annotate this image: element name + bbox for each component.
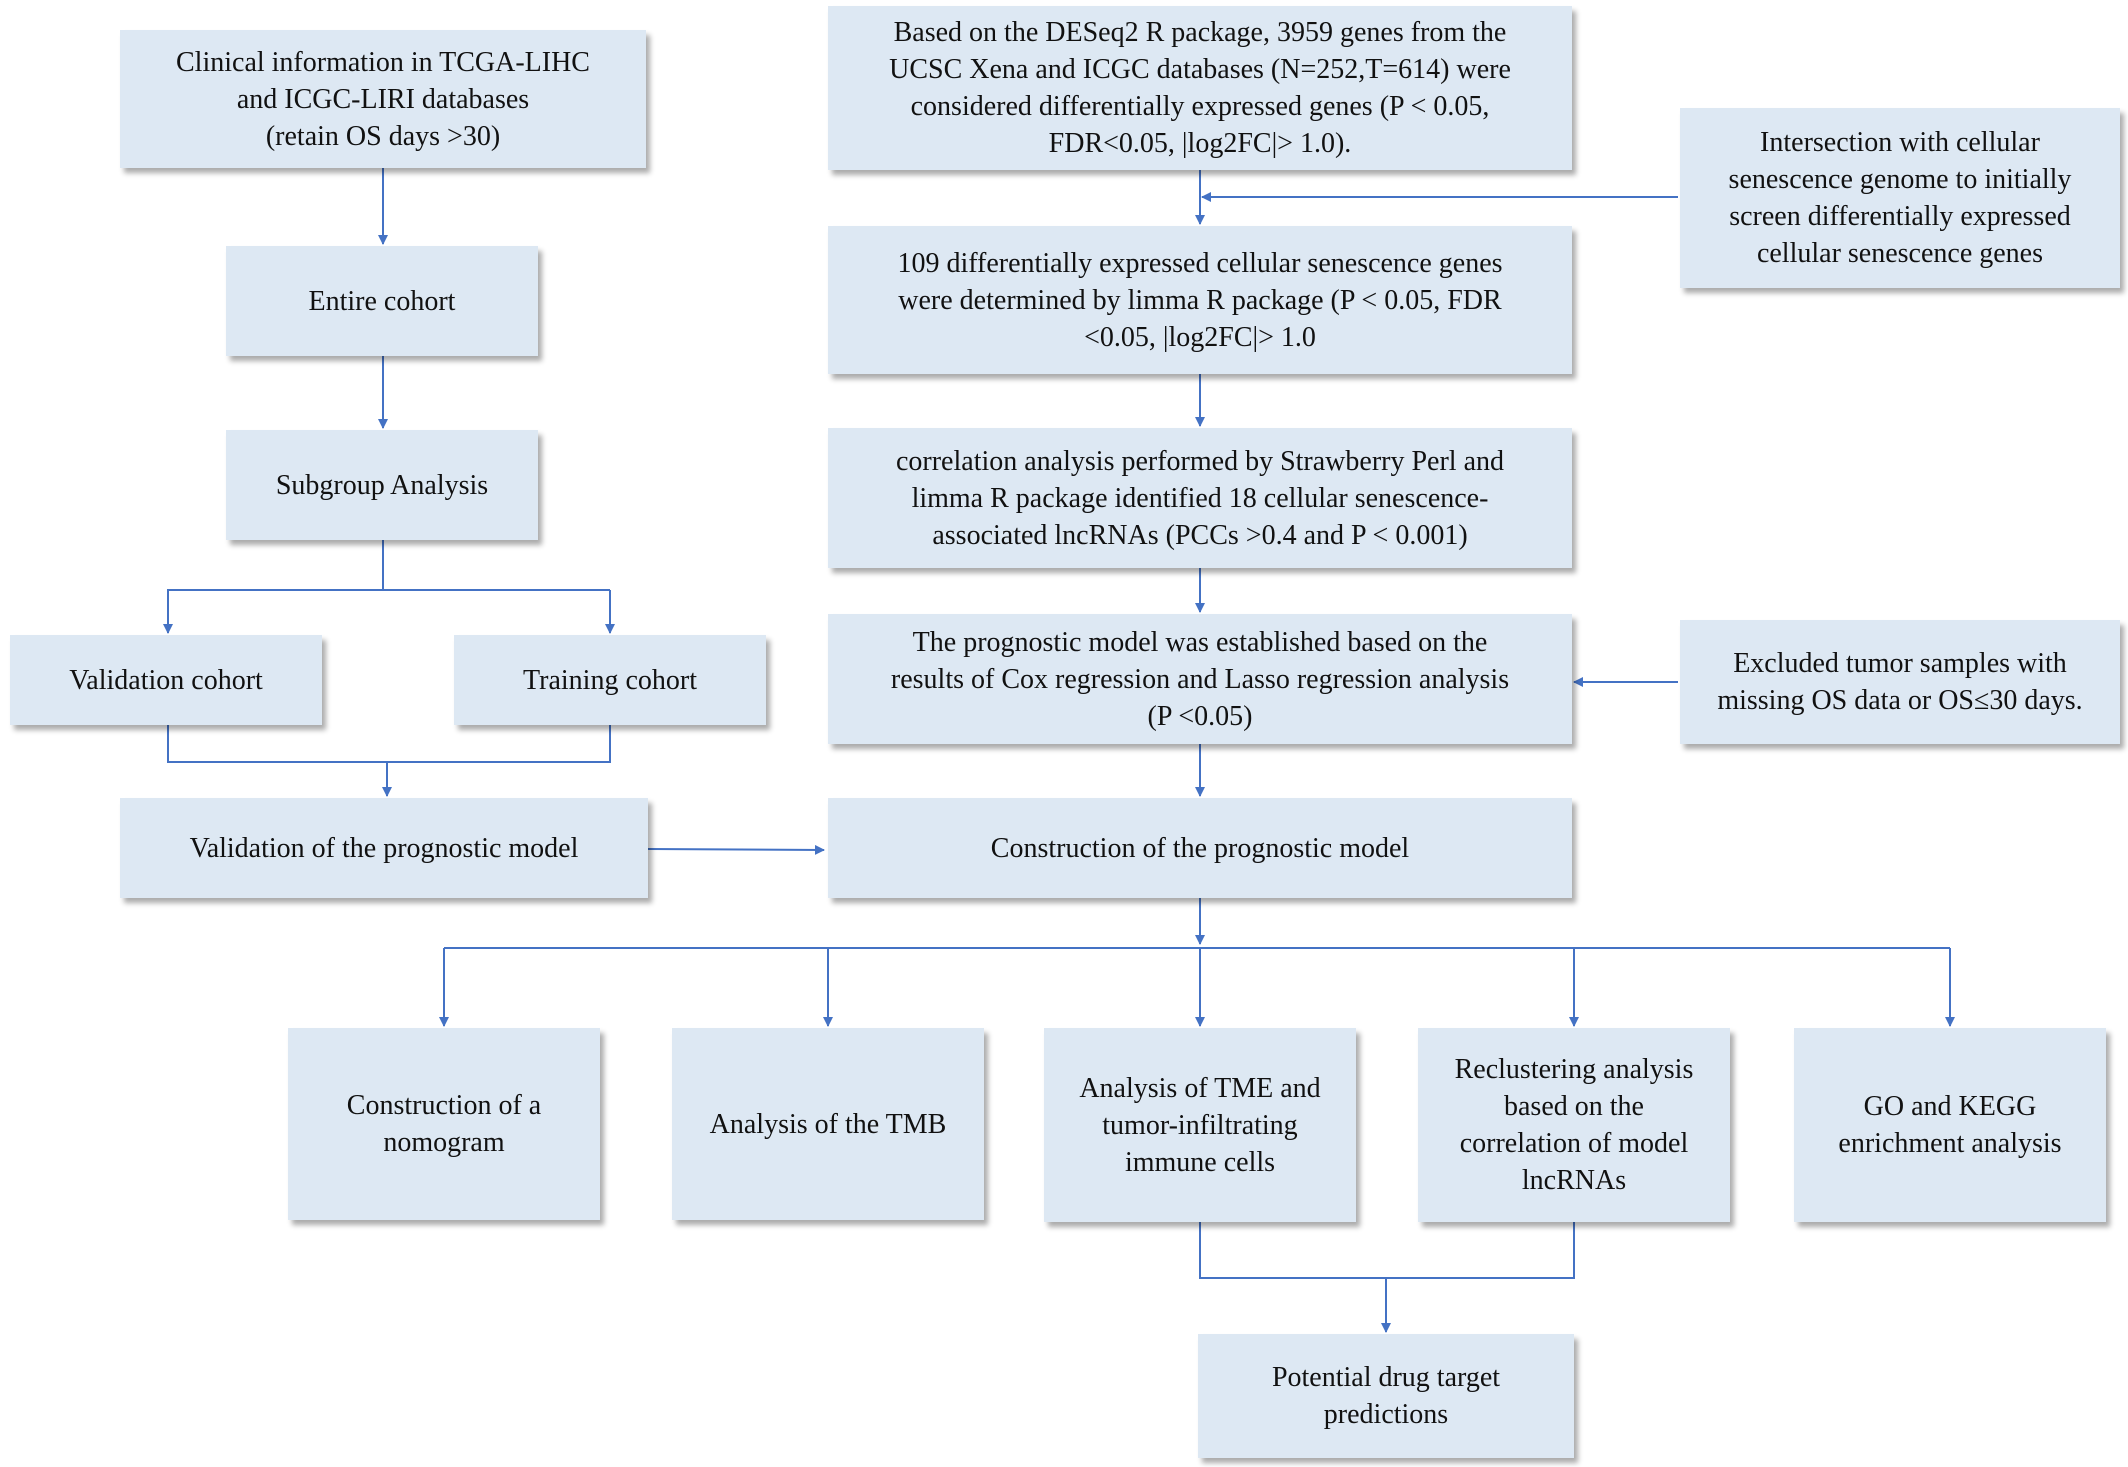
node-subgroup-analysis: Subgroup Analysis [226, 430, 538, 540]
node-construction-prognostic-model: Construction of the prognostic model [828, 798, 1572, 898]
node-excluded-samples: Excluded tumor samples with missing OS d… [1680, 620, 2120, 744]
node-reclustering-analysis: Reclustering analysis based on the corre… [1418, 1028, 1730, 1222]
node-nomogram: Construction of a nomogram [288, 1028, 600, 1220]
connector-subgroup-split [163, 540, 384, 634]
node-intersection-senescence: Intersection with cellular senescence ge… [1680, 108, 2120, 288]
node-deseq2-analysis: Based on the DESeq2 R package, 3959 gene… [828, 6, 1572, 170]
node-go-kegg-enrichment: GO and KEGG enrichment analysis [1794, 1028, 2106, 1222]
node-tmb-analysis: Analysis of the TMB [672, 1028, 984, 1220]
node-clinical-information: Clinical information in TCGA-LIHC and IC… [120, 30, 646, 168]
node-validation-cohort: Validation cohort [10, 635, 322, 725]
node-drug-target-predictions: Potential drug target predictions [1198, 1334, 1574, 1458]
node-prognostic-model-established: The prognostic model was established bas… [828, 614, 1572, 744]
connector-cohorts-merge [167, 725, 611, 763]
node-training-cohort: Training cohort [454, 635, 766, 725]
arrow-validation-to-construction [647, 844, 825, 855]
node-limma-senescence-genes: 109 differentially expressed cellular se… [828, 226, 1572, 374]
node-tme-analysis: Analysis of TME and tumor-infiltrating i… [1044, 1028, 1356, 1222]
connector-tme-reclustering-merge [1199, 1222, 1575, 1279]
node-correlation-analysis: correlation analysis performed by Strawb… [828, 428, 1572, 568]
node-entire-cohort: Entire cohort [226, 246, 538, 356]
node-validation-prognostic-model: Validation of the prognostic model [120, 798, 648, 898]
